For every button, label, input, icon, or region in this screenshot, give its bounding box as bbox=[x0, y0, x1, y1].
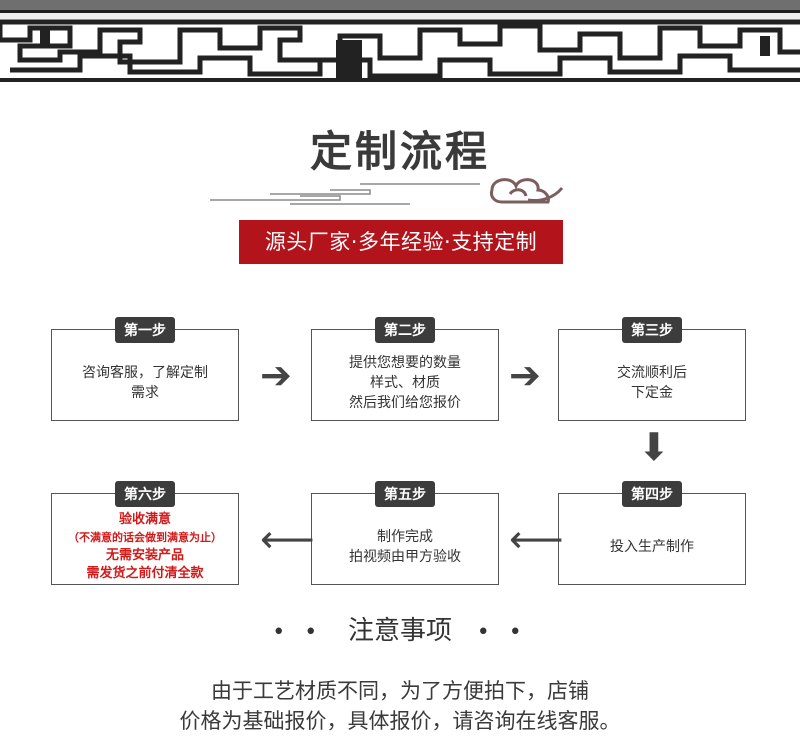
step-4-label: 第四步 bbox=[622, 481, 682, 507]
promo-banner: 源头厂家·多年经验·支持定制 bbox=[239, 220, 563, 264]
cloud-decoration bbox=[210, 178, 564, 205]
dots-icon: • • bbox=[476, 620, 528, 645]
step-6-box: 第六步 验收满意 （不满意的话会做到满意为止） 无需安装产品 需发货之前付清全款 bbox=[51, 481, 239, 585]
arrow-right-icon: ➔ bbox=[509, 353, 541, 397]
step-1-text: 咨询客服，了解定制 需求 bbox=[58, 352, 232, 414]
lattice-border bbox=[0, 0, 800, 82]
step-2-line: 样式、材质 bbox=[370, 375, 440, 391]
step-2-box: 第二步 提供您想要的数量 样式、材质 然后我们给您报价 bbox=[311, 317, 499, 421]
step-1-box: 第一步 咨询客服，了解定制 需求 bbox=[51, 317, 239, 421]
step-5-label: 第五步 bbox=[375, 481, 435, 507]
step-3-label: 第三步 bbox=[622, 317, 682, 343]
step-6-label: 第六步 bbox=[115, 481, 175, 507]
step-1-line: 需求 bbox=[131, 385, 159, 401]
notes-heading: • • 注意事项 • • bbox=[0, 610, 800, 647]
dots-icon: • • bbox=[272, 620, 324, 645]
step-3-box: 第三步 交流顺利后 下定金 bbox=[558, 317, 746, 421]
page-title: 定制流程 bbox=[309, 127, 490, 176]
step-5-text: 制作完成 拍视频由甲方验收 bbox=[318, 516, 492, 578]
step-6-line: 需发货之前付清全款 bbox=[86, 566, 204, 581]
arrow-down-icon: ⬇ bbox=[638, 425, 670, 469]
step-4-box: 第四步 投入生产制作 bbox=[558, 481, 746, 585]
step-1-line: 咨询客服，了解定制 bbox=[82, 365, 208, 381]
arrow-left-icon: ⟵ bbox=[509, 517, 564, 561]
step-2-text: 提供您想要的数量 样式、材质 然后我们给您报价 bbox=[318, 352, 492, 414]
step-1-label: 第一步 bbox=[115, 317, 175, 343]
arrow-left-icon: ⟵ bbox=[260, 517, 315, 561]
step-5-line: 拍视频由甲方验收 bbox=[349, 549, 461, 565]
notes-line: 由于工艺材质不同，为了方便拍下，店铺 bbox=[211, 679, 589, 703]
step-5-line: 制作完成 bbox=[377, 529, 433, 545]
step-6-line: （不满意的话会做到满意为止） bbox=[68, 531, 222, 544]
step-3-line: 交流顺利后 bbox=[617, 365, 687, 381]
step-2-label: 第二步 bbox=[375, 317, 435, 343]
step-6-line: 验收满意 bbox=[118, 512, 171, 527]
step-4-text: 投入生产制作 bbox=[565, 516, 739, 578]
step-4-line: 投入生产制作 bbox=[610, 539, 694, 555]
step-3-text: 交流顺利后 下定金 bbox=[565, 352, 739, 414]
arrow-right-icon: ➔ bbox=[260, 353, 292, 397]
step-3-line: 下定金 bbox=[631, 385, 673, 401]
step-2-line: 提供您想要的数量 bbox=[349, 355, 461, 371]
step-2-line: 然后我们给您报价 bbox=[349, 395, 461, 411]
notes-title: 注意事项 bbox=[347, 616, 452, 646]
step-6-line: 无需安装产品 bbox=[105, 548, 184, 563]
step-5-box: 第五步 制作完成 拍视频由甲方验收 bbox=[311, 481, 499, 585]
notes-line: 价格为基础报价，具体报价，请咨询在线客服。 bbox=[179, 709, 621, 733]
notes-body: 由于工艺材质不同，为了方便拍下，店铺 价格为基础报价，具体报价，请咨询在线客服。 bbox=[0, 676, 800, 736]
step-6-text: 验收满意 （不满意的话会做到满意为止） 无需安装产品 需发货之前付清全款 bbox=[58, 512, 232, 581]
